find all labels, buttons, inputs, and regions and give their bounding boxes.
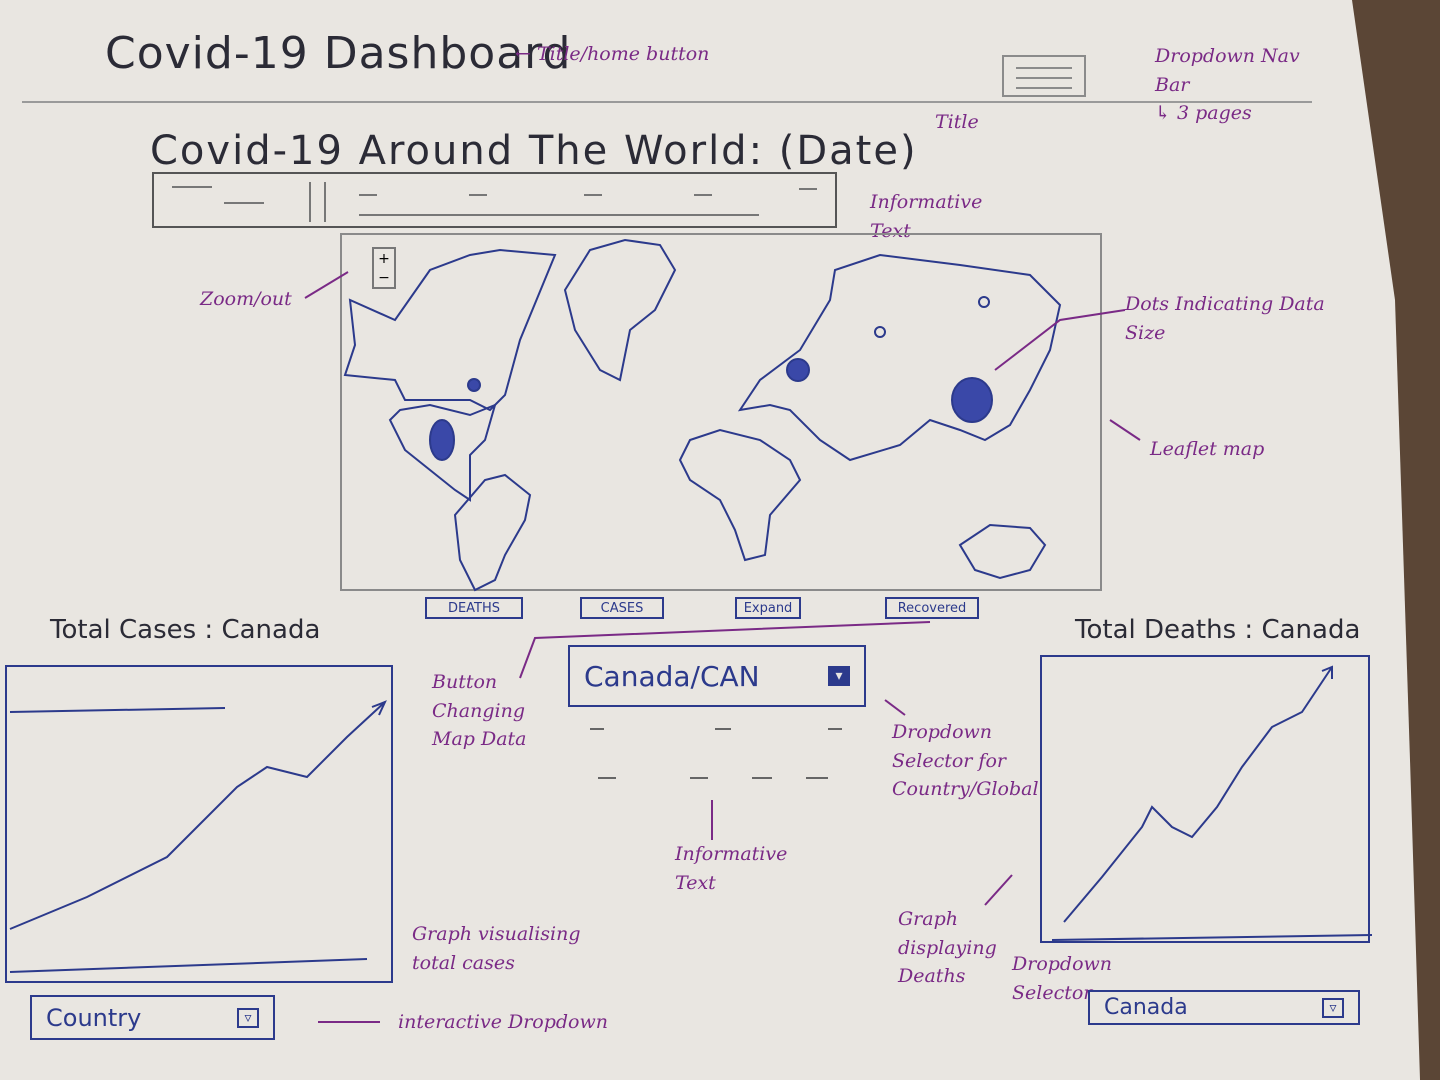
- data-dot: [429, 419, 455, 461]
- deaths-country-dropdown[interactable]: Canada ▿: [1088, 990, 1360, 1025]
- deaths-country-dropdown-value: Canada: [1104, 995, 1188, 1020]
- data-dot: [874, 326, 886, 338]
- deaths-button[interactable]: DEATHS: [425, 597, 523, 619]
- hamburger-line: [1016, 87, 1072, 89]
- country-global-selector-value: Canada/CAN: [584, 659, 760, 693]
- total-deaths-chart-title: Total Deaths : Canada: [1075, 615, 1361, 645]
- australia-landmass: [958, 523, 1047, 580]
- arrow-icon: [994, 309, 1126, 371]
- north-america-landmass: [343, 248, 557, 412]
- country-dropdown-value: Country: [46, 1003, 142, 1032]
- country-selector-annotation: Dropdown Selector for Country/Global: [892, 721, 1039, 800]
- checkbox-dropdown-icon[interactable]: ▾: [828, 666, 850, 686]
- country-global-selector[interactable]: Canada/CAN ▾: [568, 645, 866, 707]
- map-buttons-annotation: Button Changing Map Data: [432, 671, 527, 750]
- checkbox-dropdown-icon[interactable]: ▿: [237, 1007, 259, 1028]
- south-america-landmass: [453, 473, 532, 592]
- expand-button[interactable]: Expand: [735, 597, 801, 619]
- nav-annotation: Dropdown Nav Bar ↳ 3 pages: [1155, 45, 1300, 124]
- leaflet-map-annotation: Leaflet map: [1150, 438, 1265, 460]
- total-deaths-chart-line: [1051, 665, 1372, 941]
- zoom-control[interactable]: + −: [372, 247, 396, 289]
- arrow-icon: [984, 874, 1013, 906]
- eurasia-landmass: [737, 253, 1062, 462]
- total-cases-chart-line: [9, 700, 387, 973]
- hamburger-icon: [1016, 67, 1072, 69]
- data-dot: [951, 377, 993, 423]
- total-cases-chart: [5, 665, 393, 983]
- zoom-annotation: Zoom/out: [200, 288, 292, 310]
- total-cases-chart-annotation: Graph visualising total cases: [412, 923, 581, 974]
- app-title-annotation: ← Title/home button: [515, 43, 710, 65]
- arrow-icon: [519, 621, 931, 679]
- checkbox-dropdown-icon[interactable]: ▿: [1322, 997, 1344, 1018]
- data-dot: [786, 358, 810, 382]
- country-dropdown-annotation: interactive Dropdown: [398, 1011, 608, 1033]
- country-dropdown[interactable]: Country ▿: [30, 995, 275, 1040]
- plus-icon[interactable]: +: [378, 250, 390, 267]
- africa-landmass: [678, 428, 802, 562]
- recovered-button[interactable]: Recovered: [885, 597, 979, 619]
- leaflet-map[interactable]: + −: [340, 233, 1102, 591]
- total-deaths-chart: [1040, 655, 1372, 943]
- data-dots-annotation: Dots Indicating Data Size: [1125, 293, 1325, 344]
- cases-button[interactable]: CASES: [580, 597, 664, 619]
- arrow-icon: [1109, 419, 1141, 441]
- hamburger-line: [1016, 77, 1072, 79]
- nav-dropdown-button[interactable]: [1002, 55, 1086, 97]
- deaths-dropdown-annotation: Dropdown Selector: [1012, 953, 1113, 1004]
- center-info-annotation: Informative Text: [675, 843, 788, 894]
- total-deaths-chart-annotation: Graph displaying Deaths: [898, 908, 997, 987]
- informative-text-bar: [152, 172, 837, 228]
- app-title-home-button[interactable]: Covid-19 Dashboard: [105, 28, 572, 79]
- minus-icon[interactable]: −: [378, 269, 390, 286]
- page-title-annotation: Title: [935, 111, 979, 133]
- arrow-icon: [304, 271, 349, 299]
- greenland-landmass: [563, 238, 677, 382]
- data-dot: [978, 296, 990, 308]
- informative-text-annotation: Informative Text: [870, 191, 983, 242]
- page-title: Covid-19 Around The World: (Date): [150, 128, 918, 174]
- total-cases-chart-title: Total Cases : Canada: [50, 615, 321, 645]
- header-divider: [22, 101, 1312, 103]
- central-america-landmass: [388, 403, 497, 502]
- arrow-icon: [884, 699, 906, 716]
- data-dot: [467, 378, 481, 392]
